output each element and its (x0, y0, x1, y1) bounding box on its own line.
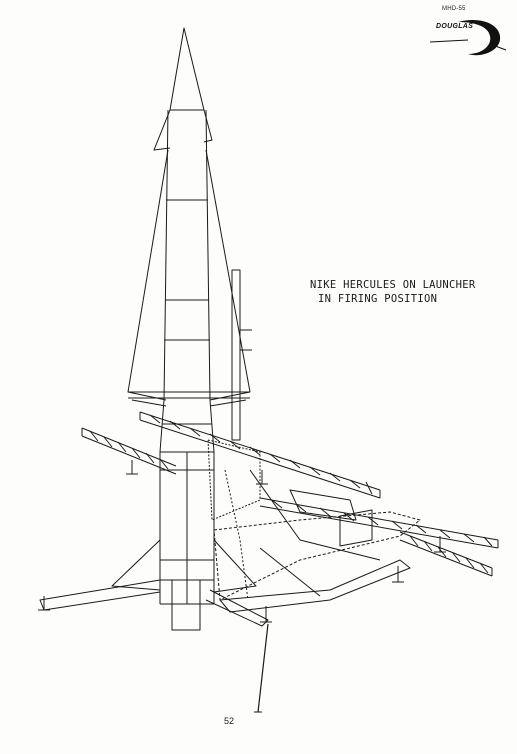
figure-caption: NIKE HERCULES ON LAUNCHER IN FIRING POSIT… (310, 278, 476, 306)
support-struts (39, 579, 269, 713)
douglas-logo-icon (429, 20, 507, 56)
caption-line-1: NIKE HERCULES ON LAUNCHER (310, 279, 476, 291)
logo-text: DOUGLAS (436, 23, 474, 30)
caption-line-2: IN FIRING POSITION (318, 293, 438, 305)
missile (111, 27, 257, 631)
launcher-rail-left (81, 427, 177, 475)
launcher-rail-right (259, 497, 499, 549)
document-code: MHD-55 (442, 6, 466, 12)
launcher-base (207, 269, 421, 613)
page-number: 52 (224, 716, 235, 726)
